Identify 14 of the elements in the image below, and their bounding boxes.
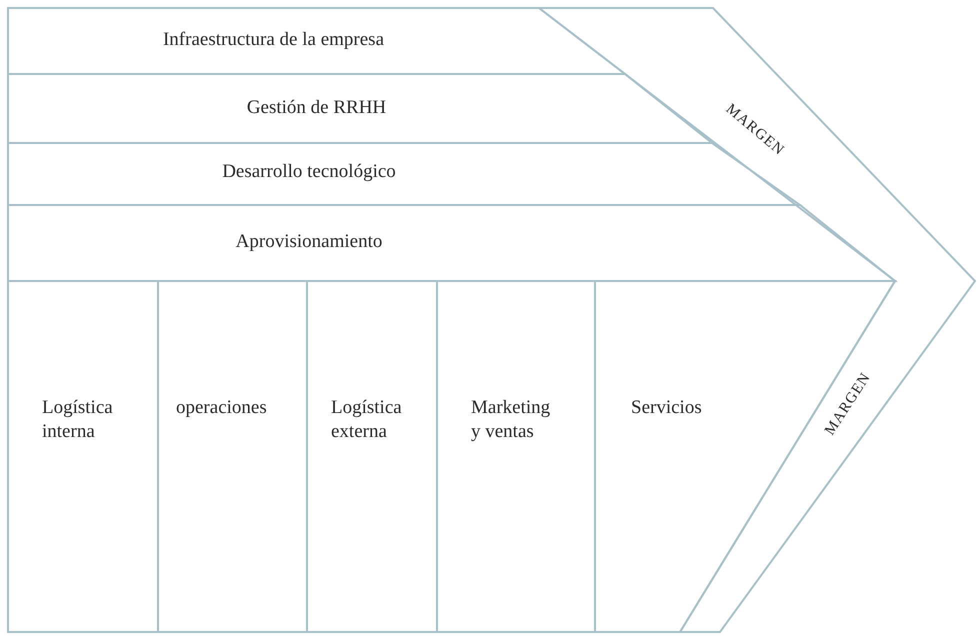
primary-activity-column	[8, 281, 158, 632]
activity-label: Gestión de RRHH	[246, 96, 388, 120]
activity-label: Servicios	[631, 396, 703, 420]
activity-label: Marketing y ventas	[471, 396, 552, 444]
support-activity-band	[8, 205, 895, 281]
activity-label: Logística interna	[42, 396, 114, 444]
activity-label: Infraestructura de la empresa	[162, 28, 385, 52]
activity-label: Aprovisionamiento	[234, 230, 384, 254]
activity-label: Desarrollo tecnológico	[221, 160, 397, 184]
primary-activity-column	[595, 281, 895, 632]
support-activity-band	[8, 8, 625, 74]
activity-label: operaciones	[176, 396, 268, 420]
support-activity-band	[8, 74, 712, 143]
activity-label: Logística externa	[331, 396, 403, 444]
